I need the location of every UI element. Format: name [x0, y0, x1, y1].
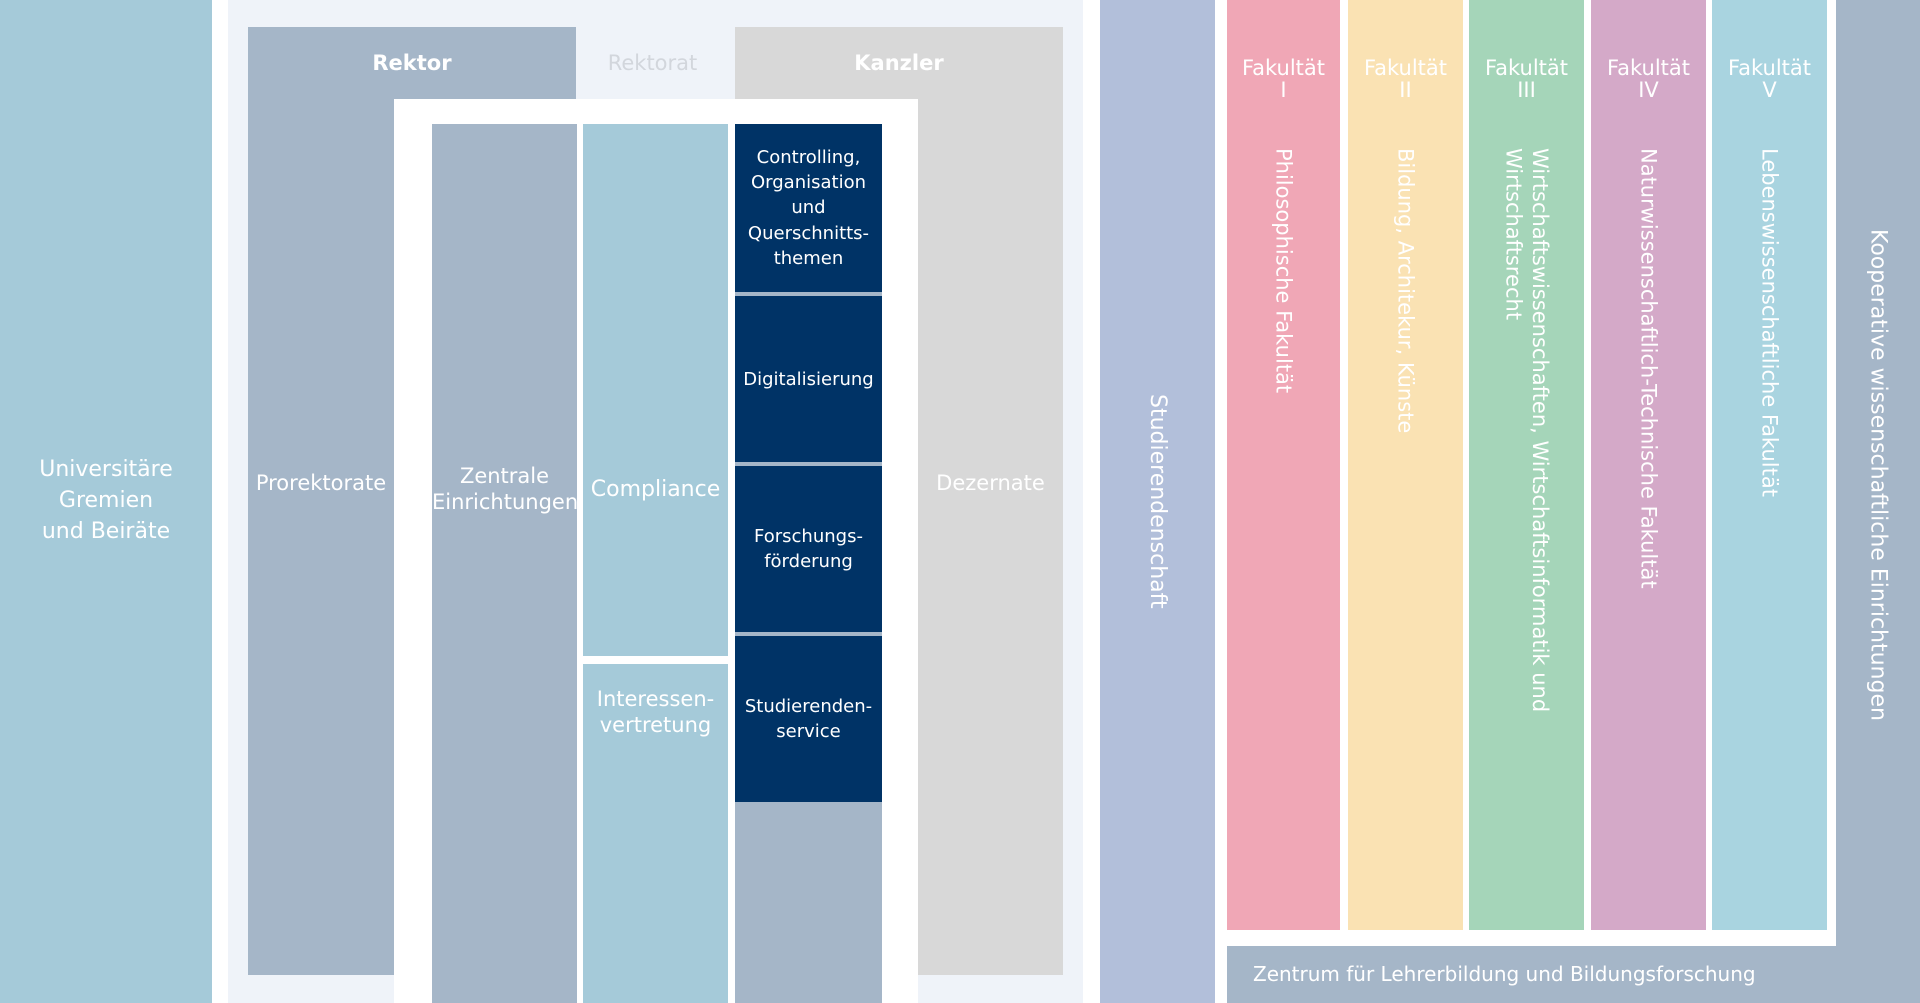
fakultaet-4-label: Fakultät IV — [1606, 56, 1690, 103]
rektor-label: Rektor — [372, 51, 452, 75]
fakultaet-2-label: Fakultät II — [1363, 56, 1447, 103]
fakultaet-5-name: Lebenswissenschaftliche Fakultät — [1757, 148, 1782, 497]
kooperative-einrichtungen-box — [1836, 0, 1920, 1003]
fakultaet-4-name-wrap: Naturwissenschaftlich-Technische Fakultä… — [1591, 148, 1706, 918]
kanzler-box-stem — [918, 27, 1063, 975]
interessenvertretung-label: Interessen- vertretung — [596, 687, 715, 738]
fakultaet-4-name: Naturwissenschaftlich-Technische Fakultä… — [1636, 148, 1661, 589]
fakultaet-1-label: Fakultät I — [1241, 56, 1325, 103]
kanzler-label: Kanzler — [854, 51, 944, 75]
fakultaet-5-name-wrap: Lebenswissenschaftliche Fakultät — [1712, 148, 1827, 918]
fakultaet-2-name-wrap: Bildung, Architekur, Künste — [1348, 148, 1463, 918]
fakultaet-2-column — [1348, 0, 1463, 930]
stabsstelle-studierendenservice-label: Studierenden- service — [744, 695, 873, 742]
stabsstelle-digitalisierung: Digitalisierung — [735, 296, 882, 462]
fakultaet-3-label: Fakultät III — [1484, 56, 1568, 103]
fakultaet-2-name: Bildung, Architekur, Künste — [1393, 148, 1418, 434]
gremien-label: Universitäre Gremien und Beiräte — [39, 457, 173, 544]
fakultaet-1-column — [1227, 0, 1340, 930]
studierendenschaft-label-wrap: Studierendenschaft — [1100, 0, 1215, 1003]
compliance-label: Compliance — [590, 477, 721, 502]
gremien-box: Universitäre Gremien und Beiräte — [0, 0, 212, 1003]
stabsstelle-forschungsfoerderung-label: Forschungs- förderung — [754, 525, 863, 572]
fakultaet-5-label: Fakultät V — [1727, 56, 1811, 103]
zentrum-lehrerbildung-label: Zentrum für Lehrerbildung und Bildungsfo… — [1253, 962, 1756, 986]
stabsstelle-digitalisierung-label: Digitalisierung — [743, 368, 874, 390]
kooperative-einrichtungen-label-wrap: Kooperative wissenschaftliche Einrichtun… — [1836, 0, 1920, 950]
fakultaet-3-name: Wirtschaftswissenschaften, Wirtschaftsin… — [1501, 148, 1552, 713]
zentrale-einrichtungen-box — [432, 124, 577, 1003]
prorektorate-label: Prorektorate — [255, 471, 387, 495]
stabsstelle-controlling-label: Controlling, Organisation und Querschnit… — [747, 147, 870, 269]
rektorat-title: Rektorat — [607, 51, 698, 75]
dezernate-label: Dezernate — [936, 471, 1045, 495]
fakultaet-5-column — [1712, 0, 1827, 930]
kooperative-einrichtungen-label: Kooperative wissenschaftliche Einrichtun… — [1865, 229, 1891, 721]
fakultaet-3-column — [1469, 0, 1584, 930]
fakultaet-4-column — [1591, 0, 1706, 930]
stabsstelle-controlling: Controlling, Organisation und Querschnit… — [735, 124, 882, 292]
fakultaet-3-name-wrap: Wirtschaftswissenschaften, Wirtschaftsin… — [1469, 148, 1584, 918]
zentrale-einrichtungen-label: Zentrale Einrichtungen — [432, 464, 579, 515]
studierendenschaft-label: Studierendenschaft — [1145, 394, 1170, 609]
stabsstelle-studierendenservice: Studierenden- service — [735, 636, 882, 802]
studierendenschaft-box — [1100, 0, 1215, 1003]
zentrum-lehrerbildung-box: Zentrum für Lehrerbildung und Bildungsfo… — [1227, 946, 1920, 1003]
stabsstelle-forschungsfoerderung: Forschungs- förderung — [735, 466, 882, 632]
interessenvertretung-box — [583, 664, 728, 1003]
rektor-box-stem — [248, 27, 394, 975]
compliance-box — [583, 124, 728, 656]
fakultaet-1-name-wrap: Philosophische Fakultät — [1227, 148, 1340, 918]
fakultaet-1-name: Philosophische Fakultät — [1271, 148, 1296, 394]
